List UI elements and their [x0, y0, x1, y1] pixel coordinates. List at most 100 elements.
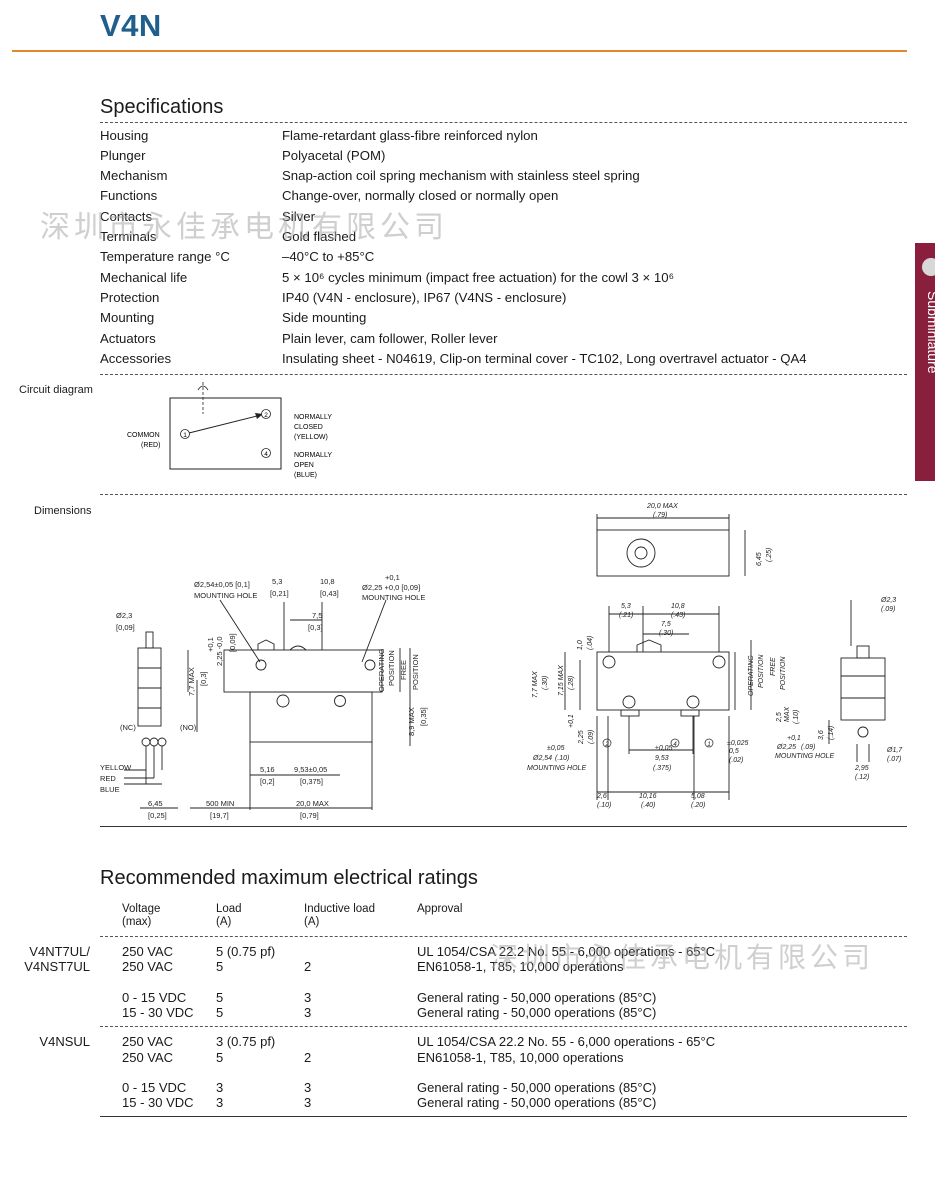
common-label: COMMON [127, 432, 160, 439]
dim-label: 1,0 [577, 640, 584, 650]
right-dimension-labels: 20,0 MAX (.79) 6,45 (.25) 5,3 (.21) 10,8… [527, 503, 903, 809]
dim-label: (.12) [855, 774, 869, 781]
ratings-header-rule [100, 936, 907, 937]
dim-label: 5,3 [621, 603, 631, 610]
terminal-2-number: 2 [264, 412, 268, 419]
dim-label: 10,8 [320, 577, 335, 586]
dim-label: [0,09] [228, 633, 237, 652]
dim-label: Ø2,3 [116, 611, 132, 620]
dimensions-bottom-rule [100, 826, 907, 827]
dim-label: (.14) [828, 726, 835, 740]
table-cell: EN61058-1, T85, 10,000 operations [417, 959, 624, 974]
table-cell: 5 [216, 959, 224, 974]
dim-label: OPERATING [377, 648, 386, 692]
spec-value: Change-over, normally closed or normally… [282, 188, 559, 203]
dim-label: 7,7 MAX [532, 671, 539, 698]
table-cell: 3 (0.75 pf) [216, 1034, 276, 1049]
dim-label: Ø2,54 [532, 755, 552, 762]
dim-label: POSITION [758, 654, 765, 688]
group-label-line: V4NSUL [39, 1034, 90, 1049]
table-cell: 5 [216, 990, 224, 1005]
dim-label: MAX [784, 707, 791, 723]
dimension-drawing-left: Ø2,3 [0,09] (NC) (NO) YELLOW RED BLUE 6,… [100, 573, 428, 820]
dim-label: 500 MIN [206, 799, 234, 808]
spec-bottom-rule [100, 374, 907, 375]
side-tab: Subminiature [915, 243, 935, 481]
group-label-v4nt7ul: V4NT7UL/ V4NST7UL [0, 944, 90, 974]
dim-label: 10,8 [671, 603, 685, 610]
dim-label: ±0,05 [547, 745, 565, 752]
dim-label: (.30) [659, 630, 673, 637]
header-load: Load (A) [216, 903, 242, 929]
dim-label: Ø2,25 +0,0 [0,09] [362, 583, 420, 592]
dim-label: Ø2,25 [776, 744, 796, 751]
dim-label: MOUNTING HOLE [194, 591, 257, 600]
table-cell: 15 - 30 VDC [122, 1095, 194, 1110]
left-dimension-labels: Ø2,3 [0,09] (NC) (NO) YELLOW RED BLUE 6,… [100, 573, 428, 820]
dim-label: ±0,05 [655, 745, 673, 752]
dim-label: POSITION [411, 654, 420, 690]
group-label-line: V4NST7UL [24, 959, 90, 974]
dim-label: Ø2,54±0,05 [0,1] [194, 580, 250, 589]
dim-label: [19,7] [210, 811, 229, 820]
dim-label: (.07) [887, 756, 901, 763]
spec-top-rule [100, 122, 907, 123]
common-color-label: (RED) [141, 442, 160, 449]
dim-label: MOUNTING HOLE [362, 593, 425, 602]
table-cell: EN61058-1, T85, 10,000 operations [417, 1050, 624, 1065]
spec-label: Functions [100, 188, 158, 203]
spec-label: Mechanism [100, 168, 168, 183]
table-cell: 250 VAC [122, 959, 174, 974]
dim-label: 20,0 MAX [296, 799, 329, 808]
table-cell: 0 - 15 VDC [122, 990, 187, 1005]
dim-label: [0,35] [419, 707, 428, 726]
dim-label: 7,5 [312, 611, 322, 620]
dim-label: YELLOW [100, 763, 132, 772]
table-cell: 0 - 15 VDC [122, 1080, 187, 1095]
dim-label: (NC) [120, 723, 136, 732]
dim-label: [0,43] [320, 589, 339, 598]
dim-label: 2,95 [854, 765, 869, 772]
dim-label: 4 [673, 742, 677, 748]
header-voltage-label: Voltage [122, 903, 161, 915]
table-cell: 250 VAC [122, 1034, 174, 1049]
table-cell: 250 VAC [122, 944, 174, 959]
spec-label: Mounting [100, 310, 155, 325]
dim-label: (.09) [881, 606, 895, 613]
dim-label: ±0,025 [727, 740, 748, 747]
dim-label: (.375) [653, 765, 671, 772]
table-cell: General rating - 50,000 operations (85°C… [417, 1005, 657, 1020]
circuit-diagram-label: Circuit diagram [19, 384, 93, 396]
dim-label: (.20) [691, 802, 705, 809]
no-label-line3: (BLUE) [294, 472, 317, 479]
dim-label: (.43) [671, 612, 685, 619]
watermark-bottom: 深圳市永佳承电机有限公司 [490, 942, 875, 973]
dim-label: Ø2,3 [880, 597, 896, 604]
header-voltage-unit: (max) [122, 916, 152, 928]
dim-label: (.79) [653, 512, 667, 519]
dim-label: +0,1 [787, 735, 801, 742]
spec-label: Actuators [100, 331, 156, 346]
dim-label: 20,0 MAX [646, 503, 678, 510]
dim-label: [0,79] [300, 811, 319, 820]
header-load-unit: (A) [216, 916, 232, 928]
nc-label-line1: NORMALLY [294, 414, 332, 421]
spec-label: Terminals [100, 229, 157, 244]
header-inductive-unit: (A) [304, 916, 320, 928]
dim-label: (.21) [619, 612, 633, 619]
circuit-bottom-rule [100, 494, 907, 495]
table-cell: 2 [304, 1050, 312, 1065]
dim-label: (.09) [588, 730, 595, 744]
table-cell: General rating - 50,000 operations (85°C… [417, 1080, 657, 1095]
table-cell: General rating - 50,000 operations (85°C… [417, 1095, 657, 1110]
header-inductive-label: Inductive load [304, 903, 375, 915]
dim-label: (.02) [729, 757, 743, 764]
terminal-1-number: 1 [183, 432, 187, 439]
no-label-line2: OPEN [294, 462, 314, 469]
spec-value: Plain lever, cam follower, Roller lever [282, 331, 498, 346]
spec-label: Accessories [100, 351, 172, 366]
dim-label: BLUE [100, 785, 120, 794]
